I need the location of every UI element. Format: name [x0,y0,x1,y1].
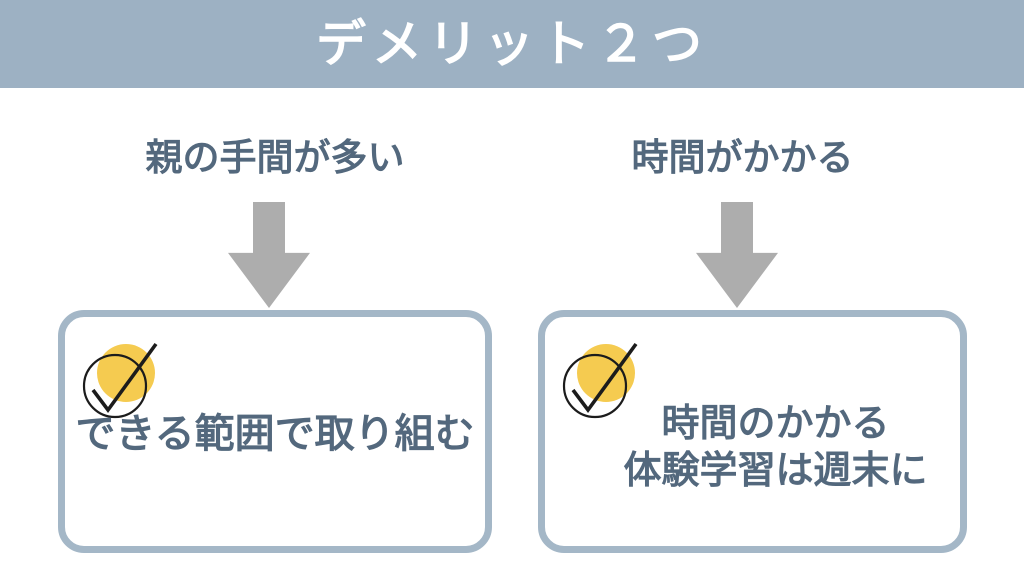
check-circle-icon [79,339,159,431]
solution-line: 時間のかかる [661,403,890,445]
page-title: デメリット２つ [316,16,708,72]
down-arrow-icon [696,202,778,308]
down-arrow-icon [228,202,310,308]
problem-label-left: 親の手間が多い [145,137,405,178]
solution-line: できる範囲で取り組む [75,412,475,456]
solution-card-left: できる範囲で取り組む [58,310,492,553]
header-banner: デメリット２つ [0,0,1024,88]
problem-label-right: 時間がかかる [631,137,854,178]
solution-line: 体験学習は週末に [623,450,928,492]
solution-text: 時間のかかる 体験学習は週末に [545,401,960,495]
solution-text: できる範囲で取り組む [65,411,485,457]
check-circle-icon [559,339,639,431]
solution-card-right: 時間のかかる 体験学習は週末に [538,310,967,553]
